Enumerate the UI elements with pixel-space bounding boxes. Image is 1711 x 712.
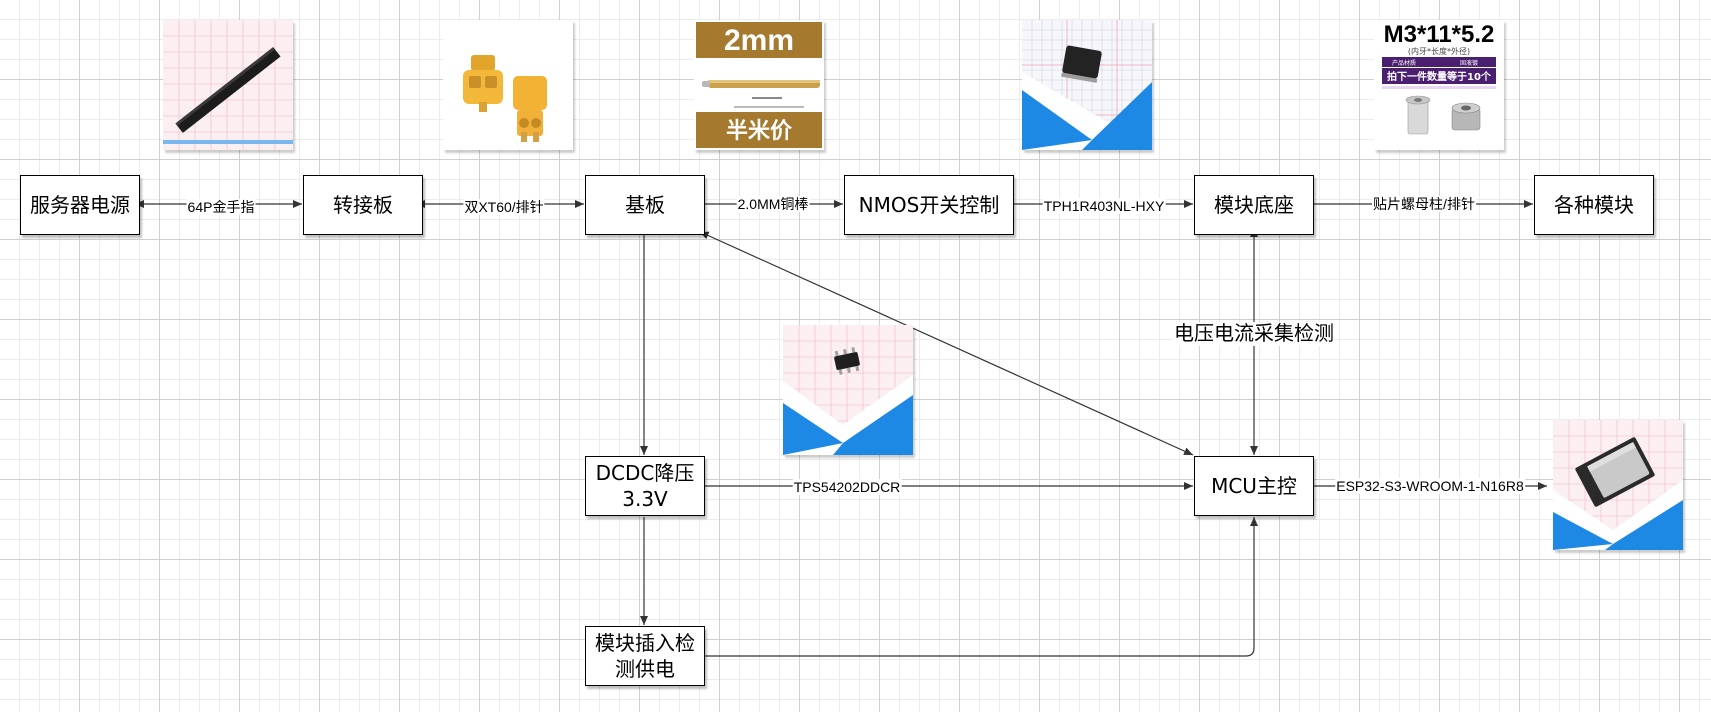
copper-rod-image: 2mm 半米价	[694, 20, 824, 150]
esp32-module-image	[1553, 420, 1683, 550]
node-server-power[interactable]: 服务器电源	[20, 175, 140, 235]
edge-label-copper-rod: 2.0MM铜棒	[736, 196, 810, 212]
standoff-subtitle-text: (内牙*长度*外径)	[1408, 46, 1470, 56]
node-base-board[interactable]: 基板	[585, 175, 705, 235]
edge-label-mcu-part: ESP32-S3-WROOM-1-N16R8	[1335, 478, 1525, 494]
nmos-package-image	[1022, 20, 1152, 150]
node-modules[interactable]: 各种模块	[1534, 175, 1654, 235]
standoff-screw-image: M3*11*5.2 (内牙*长度*外径) 产品材质 固液镀 拍下一件数量等于10…	[1374, 20, 1504, 150]
node-insert-detect[interactable]: 模块插入检 测供电	[585, 626, 705, 686]
xt60-connector-image	[443, 20, 573, 150]
edge-label-vi-sense: 电压电流采集检测	[1173, 322, 1335, 346]
node-adapter-board[interactable]: 转接板	[303, 175, 423, 235]
edge-insert-detect-to-mcu	[704, 517, 1258, 657]
standoff-title-text: M3*11*5.2	[1384, 21, 1495, 48]
node-mcu[interactable]: MCU主控	[1194, 456, 1314, 516]
edge-label-gold-finger: 64P金手指	[186, 199, 256, 215]
copper-rod-price-text: 半米价	[726, 119, 793, 144]
standoff-header-left-text: 产品材质	[1392, 59, 1416, 67]
gold-finger-connector-image	[163, 20, 293, 150]
node-nmos-switch[interactable]: NMOS开关控制	[844, 175, 1014, 235]
standoff-promo-text: 拍下一件数量等于10个	[1387, 70, 1492, 83]
edge-base-to-mcu	[699, 231, 1194, 456]
dcdc-package-image	[783, 325, 913, 455]
node-module-socket[interactable]: 模块底座	[1194, 175, 1314, 235]
standoff-header-right-text: 固液镀	[1460, 59, 1478, 67]
edge-label-mosfet: TPH1R403NL-HXY	[1042, 198, 1166, 214]
edge-label-dcdc-part: TPS54202DDCR	[792, 479, 902, 495]
copper-rod-size-text: 2mm	[724, 24, 794, 57]
edge-label-standoff: 贴片螺母柱/排针	[1372, 196, 1476, 212]
node-dcdc[interactable]: DCDC降压 3.3V	[585, 456, 705, 516]
edge-label-xt60: 双XT60/排针	[463, 199, 545, 215]
